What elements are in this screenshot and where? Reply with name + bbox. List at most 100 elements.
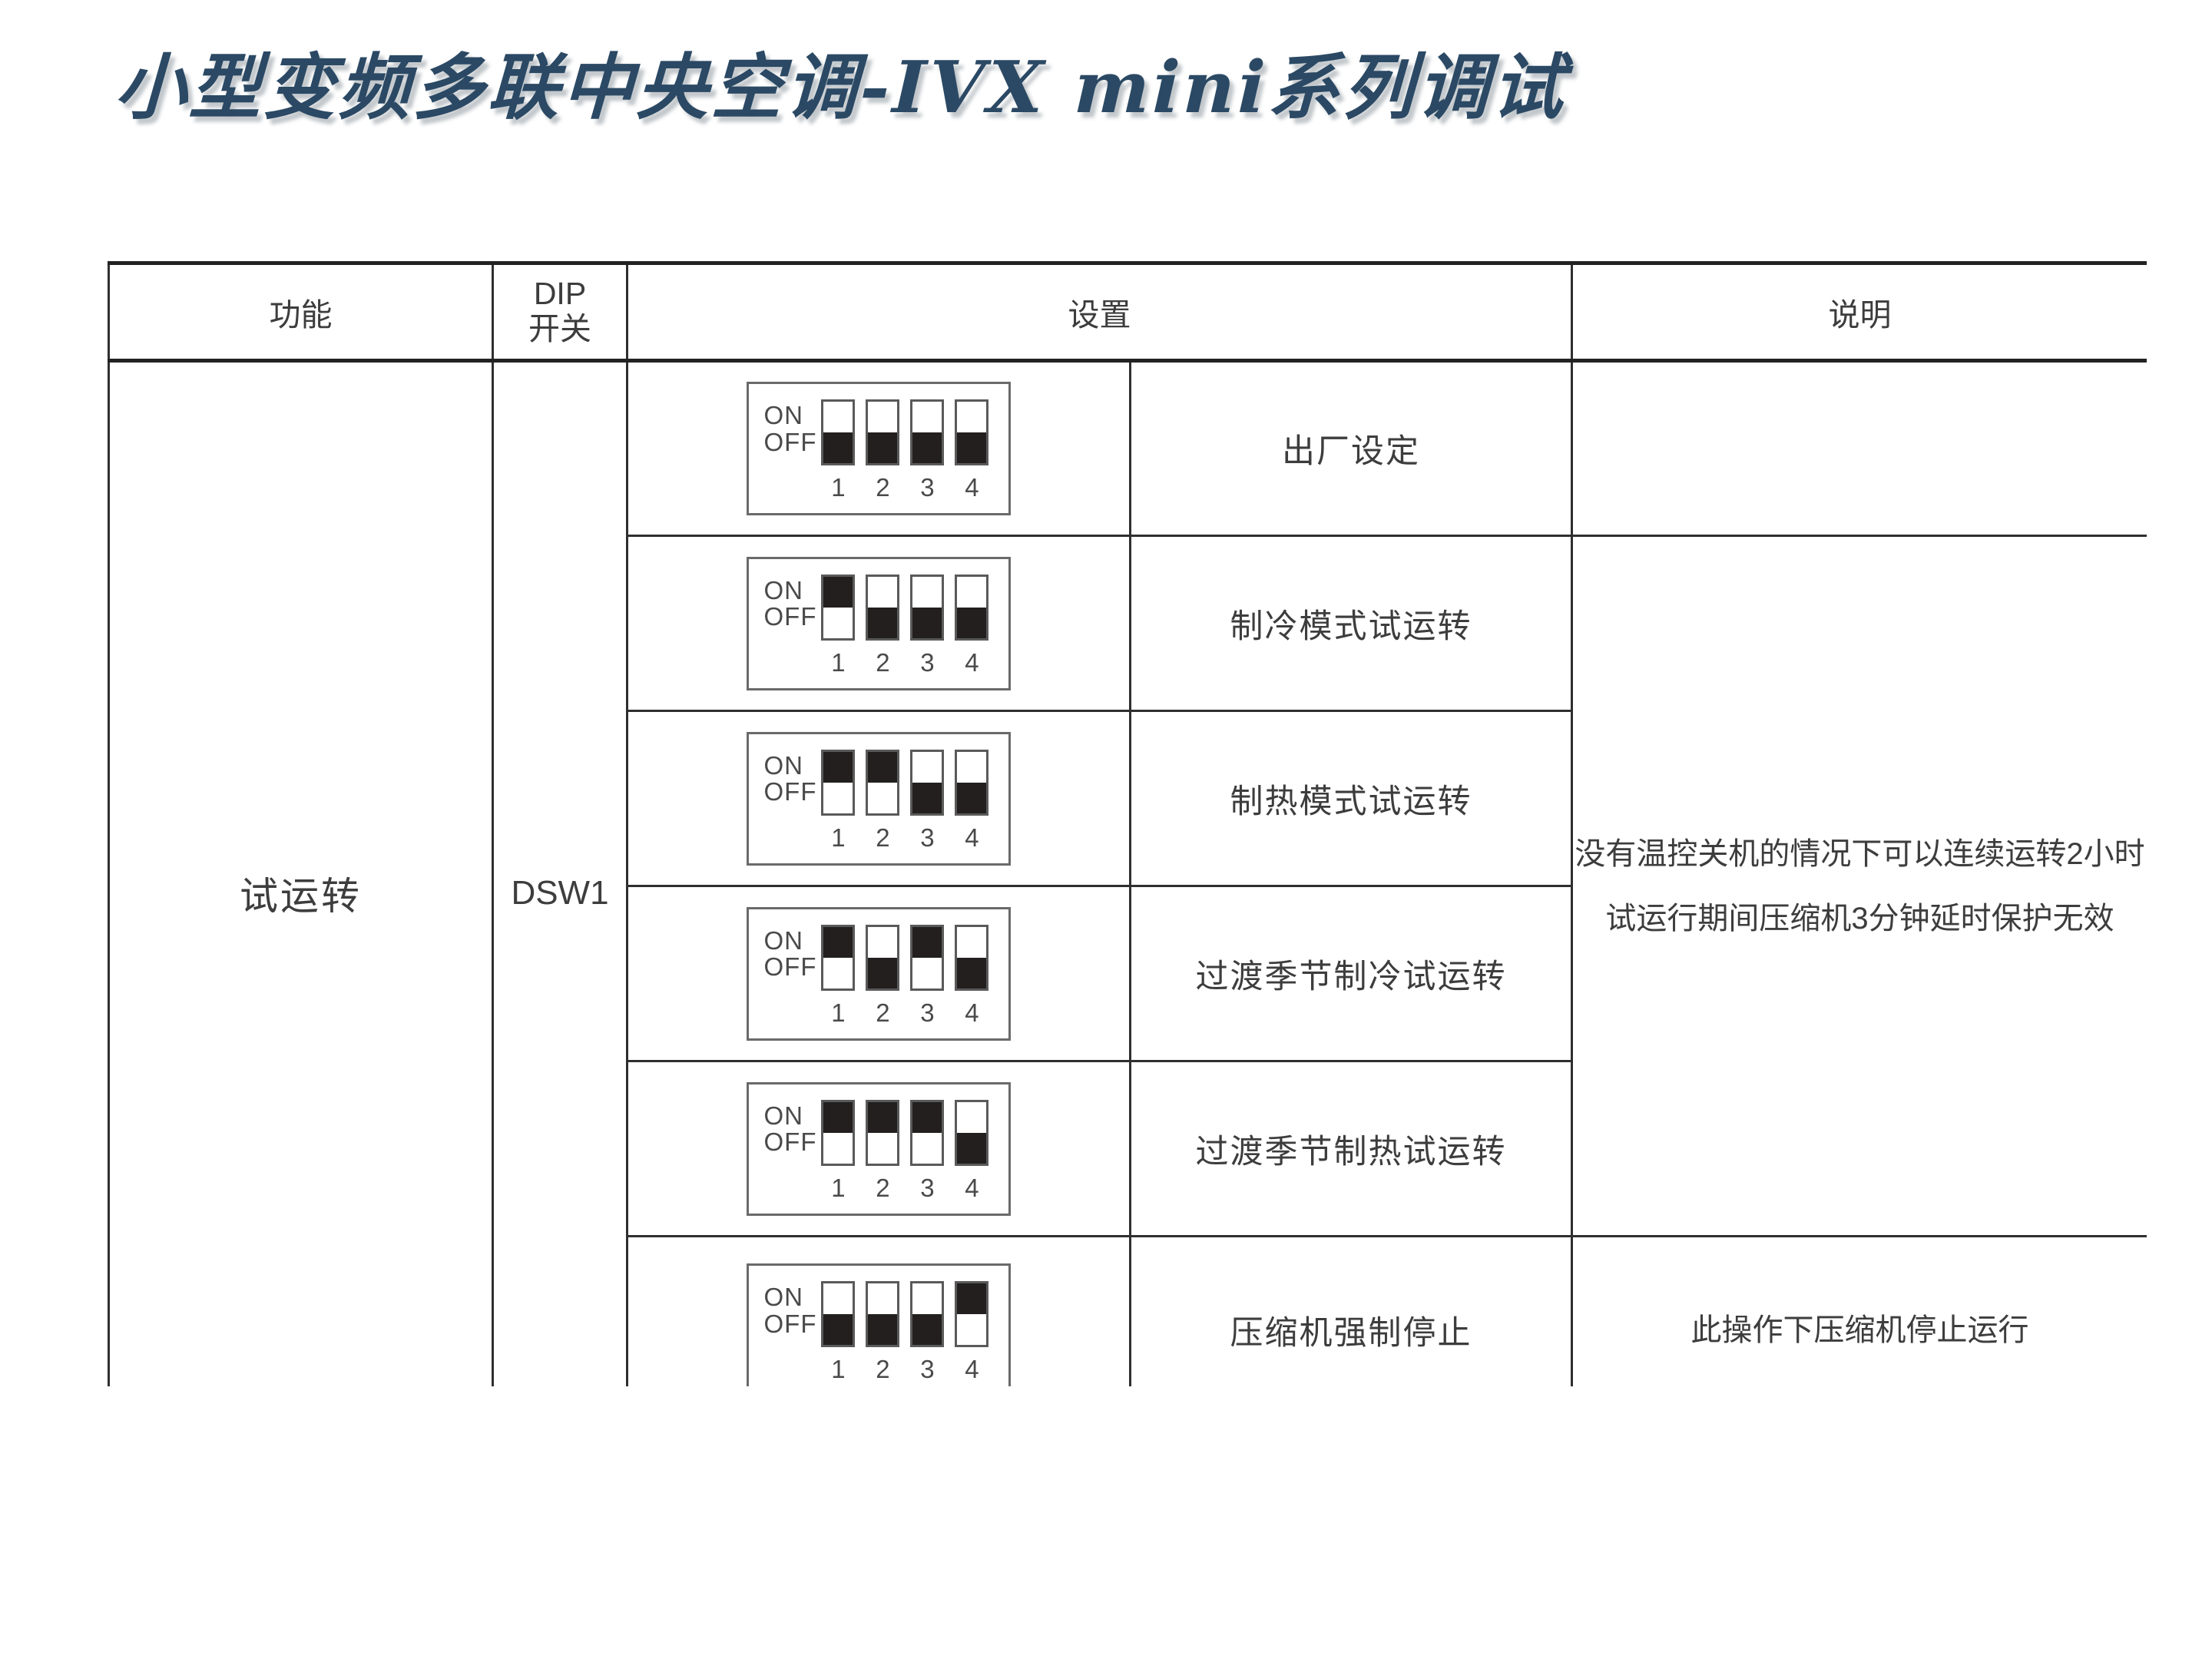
switch-top-half [823, 1283, 853, 1314]
dip-switch-number: 1 [831, 1173, 846, 1202]
cell-description-last: 此操作下压缩机停止运行 [1571, 1235, 2147, 1386]
dip-switch-4[interactable]: 4 [955, 749, 989, 853]
switch-top-half [912, 1101, 942, 1133]
dip-label-on: ON [763, 926, 803, 955]
dip-switch-4[interactable]: 4 [955, 399, 989, 502]
cell-setting-label: 制冷模式试运转 [1129, 535, 1573, 712]
cell-setting-label: 出厂设定 [1129, 359, 1573, 537]
dip-label-off: OFF [763, 602, 817, 631]
dip-switch-number: 1 [831, 1355, 846, 1383]
cell-dip-diagram: ON OFF 1 2 [626, 535, 1131, 712]
dip-switch-1[interactable]: 1 [821, 1281, 856, 1384]
switch-top-half [868, 577, 897, 608]
dip-switch-number: 4 [965, 1173, 979, 1202]
table-row: 试运转 DSW1 ON OFF 1 [108, 359, 2147, 1386]
dip-switch-graphic: ON OFF 1 2 [746, 382, 1012, 515]
dip-switch-3[interactable]: 3 [910, 399, 945, 502]
dip-label-on: ON [763, 1101, 803, 1130]
switch-top-half [912, 402, 942, 432]
dip-switch-1[interactable]: 1 [821, 924, 856, 1028]
table-row: ON OFF 1 2 [109, 1060, 2147, 1237]
dip-switch-number: 4 [965, 823, 979, 852]
header-dip-line1: DIP [533, 276, 587, 312]
cell-setting-label: 制热模式试运转 [1129, 710, 1573, 887]
dip-switch-3[interactable]: 3 [910, 924, 945, 1028]
dip-switch-4[interactable]: 4 [955, 574, 989, 677]
cell-dip-diagram: ON OFF 1 2 [626, 885, 1131, 1062]
cell-setting-label: 过渡季节制热试运转 [1129, 1060, 1573, 1237]
dip-label-off: OFF [763, 427, 817, 456]
cell-dip-diagram: ON OFF 1 2 [626, 1235, 1131, 1386]
switch-bottom-half [912, 607, 942, 638]
switch-bottom-half [823, 958, 853, 988]
dip-switch-4[interactable]: 4 [955, 1099, 989, 1203]
dip-label-off: OFF [763, 777, 817, 806]
dip-on-off-labels: ON OFF [764, 925, 822, 982]
dip-switch-table: 功能 DIP 开关 设置 说明 试运转 DSW1 [108, 261, 2147, 1386]
dip-switch-graphic: ON OFF 1 2 [746, 731, 1012, 866]
switch-top-half [868, 927, 897, 958]
dip-switch-number: 1 [831, 647, 846, 677]
switch-bottom-half [868, 957, 898, 988]
switch-top-half [823, 1101, 853, 1133]
dip-switch-2[interactable]: 2 [866, 1281, 900, 1384]
dip-switch-3[interactable]: 3 [910, 1281, 945, 1384]
switch-top-half [868, 1101, 898, 1133]
dip-label-on: ON [763, 575, 803, 604]
dip-switch-number: 4 [965, 647, 979, 677]
dip-switch-number: 4 [965, 1355, 979, 1383]
dip-on-off-labels: ON OFF [764, 1281, 822, 1338]
dip-switch-3[interactable]: 3 [910, 1099, 945, 1203]
switch-top-half [957, 752, 986, 783]
dip-switch-graphic: ON OFF 1 2 [746, 1263, 1012, 1386]
switch-top-half [823, 926, 853, 958]
switch-top-half [912, 926, 942, 958]
dip-switch-number: 2 [876, 823, 890, 852]
table-row: ON OFF 1 2 [109, 1235, 2147, 1386]
dip-on-off-labels: ON OFF [764, 750, 822, 806]
dip-switch-3[interactable]: 3 [910, 749, 945, 853]
cell-setting-label: 压缩机强制停止 [1129, 1235, 1573, 1386]
dip-switch-2[interactable]: 2 [866, 574, 900, 677]
dip-switch-2[interactable]: 2 [866, 924, 900, 1028]
dip-switch-2[interactable]: 2 [866, 1099, 900, 1203]
switch-bottom-half [957, 957, 987, 988]
dip-switch-1[interactable]: 1 [821, 399, 856, 502]
switch-bottom-half [912, 432, 942, 463]
dip-switch-1[interactable]: 1 [821, 749, 856, 853]
dip-switch-4[interactable]: 4 [955, 924, 989, 1028]
switch-top-half [868, 1283, 897, 1314]
dip-switch-1[interactable]: 1 [821, 574, 856, 677]
dip-on-off-labels: ON OFF [764, 1100, 822, 1157]
switch-top-half [957, 1283, 987, 1314]
switch-top-half [868, 751, 898, 783]
table-body: 试运转 DSW1 ON OFF 1 [108, 359, 2147, 1386]
switch-bottom-half [957, 607, 987, 638]
dip-switch-4[interactable]: 4 [955, 1281, 989, 1384]
switch-top-half [912, 1283, 942, 1314]
header-dip-switch: DIP 开关 [492, 261, 628, 363]
dip-switch-number: 3 [920, 998, 935, 1027]
cell-dip-diagram: ON OFF 1 2 [626, 359, 1131, 537]
dip-switch-2[interactable]: 2 [866, 749, 900, 853]
dip-switch-number: 3 [920, 1173, 935, 1202]
table-row: ON OFF 1 2 [109, 535, 2147, 1237]
dip-switch-number: 4 [965, 998, 979, 1027]
switch-bottom-half [912, 1133, 942, 1164]
switch-top-half [912, 752, 942, 783]
dip-switch-1[interactable]: 1 [821, 1099, 856, 1203]
dip-switch-number: 1 [831, 998, 846, 1027]
dip-switch-2[interactable]: 2 [866, 399, 900, 502]
dip-switch-number: 4 [965, 473, 979, 502]
dip-switch-3[interactable]: 3 [910, 574, 945, 677]
dip-switch-number: 3 [920, 823, 935, 852]
dip-on-off-labels: ON OFF [764, 399, 822, 456]
switch-top-half [823, 751, 853, 783]
switch-bottom-half [912, 1314, 942, 1345]
description-line-1: 此操作下压缩机停止运行 [1690, 1313, 2029, 1347]
switch-bottom-half [868, 783, 897, 813]
table-row: ON OFF 1 2 [109, 885, 2147, 1062]
table-header-row: 功能 DIP 开关 设置 说明 [108, 261, 2147, 363]
dip-switch-number: 1 [831, 473, 846, 502]
header-function: 功能 [108, 261, 494, 363]
